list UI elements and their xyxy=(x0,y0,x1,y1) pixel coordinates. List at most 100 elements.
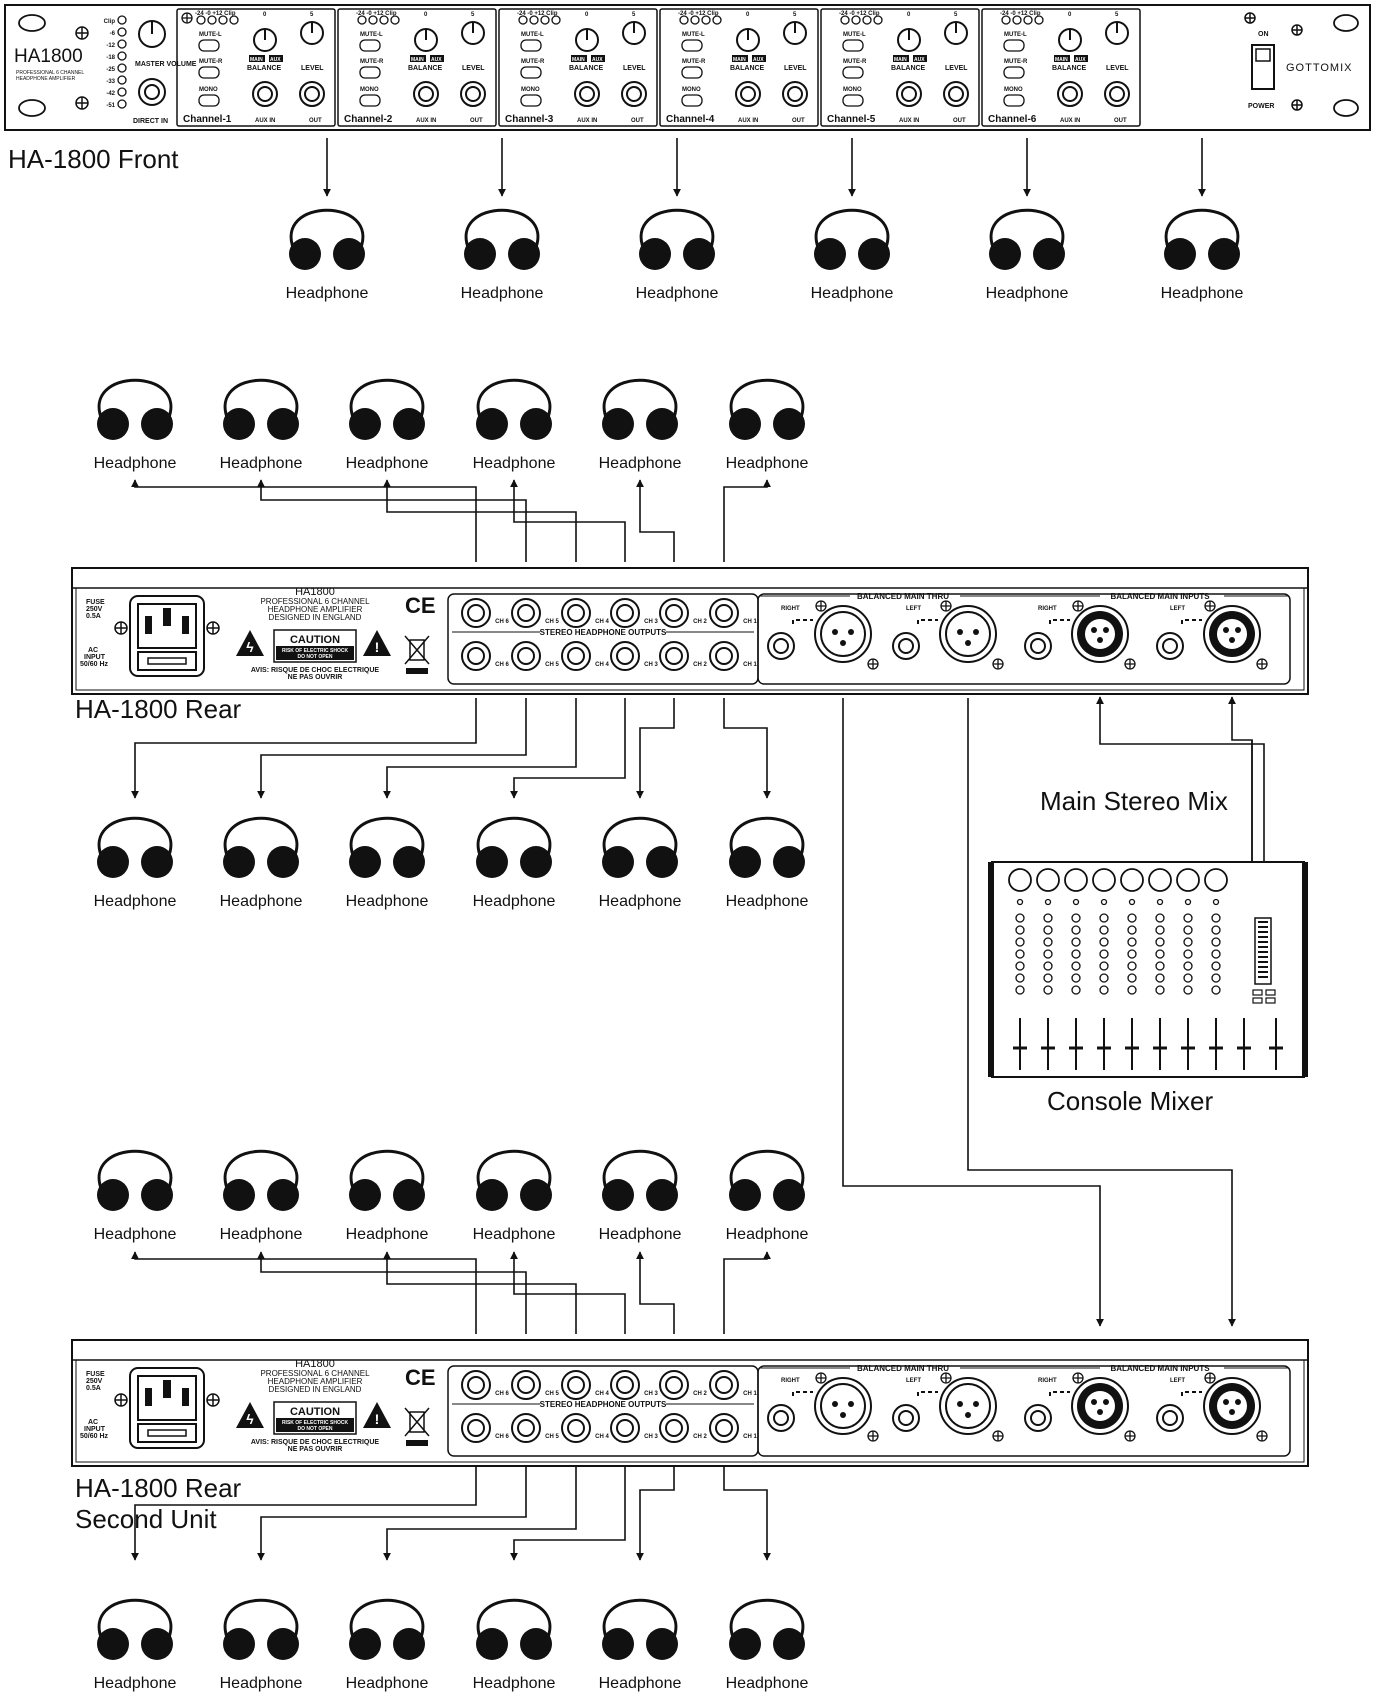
headphone-label: Headphone xyxy=(473,1675,556,1692)
main-label: MAIN xyxy=(733,57,746,63)
headphone-icon: Headphone xyxy=(811,210,894,302)
screw-icon xyxy=(1073,601,1083,611)
master-meter-label: -12 xyxy=(106,43,115,49)
headphone-label: Headphone xyxy=(220,1226,303,1243)
channel-name: Channel-6 xyxy=(988,114,1037,125)
screw-icon xyxy=(76,97,88,109)
connection-wire xyxy=(135,480,476,562)
channel-button-label: MONO xyxy=(1004,87,1023,93)
channel-name: Channel-2 xyxy=(344,114,393,125)
channel-button-label: MONO xyxy=(843,87,862,93)
out-label: OUT xyxy=(1114,118,1127,124)
channel-name: Channel-3 xyxy=(505,114,554,125)
fuse-label: 250V xyxy=(86,1378,103,1385)
headphone-label: Headphone xyxy=(346,1675,429,1692)
xlr-input-connector[interactable] xyxy=(1204,1378,1260,1434)
headphone-icon: Headphone xyxy=(726,1600,809,1692)
channel-button-label: MUTE-L xyxy=(521,32,544,38)
connection-wire xyxy=(387,1252,576,1334)
caution-box: CAUTIONRISK OF ELECTRIC SHOCKDO NOT OPEN xyxy=(274,630,356,662)
svg-text:!: ! xyxy=(375,1411,380,1427)
headphone-label: Headphone xyxy=(220,455,303,472)
out-label: OUT xyxy=(309,118,322,124)
main-label: MAIN xyxy=(1055,57,1068,63)
avis-label: NE PAS OUVRIR xyxy=(288,674,343,681)
headphone-icon: Headphone xyxy=(726,818,809,910)
headphone-label: Headphone xyxy=(1161,285,1244,302)
channel-button-label: MONO xyxy=(199,87,218,93)
headphone-label: Headphone xyxy=(599,1675,682,1692)
channel-output-label: CH 6 xyxy=(495,1391,509,1397)
channel-output-label: CH 3 xyxy=(644,1434,658,1440)
headphone-label: Headphone xyxy=(599,893,682,910)
channel-name: Channel-4 xyxy=(666,114,715,125)
connection-wire xyxy=(387,480,576,562)
headphone-icon: Headphone xyxy=(1161,210,1244,302)
master-meter-label: -25 xyxy=(106,67,115,73)
caution-sub: DO NOT OPEN xyxy=(297,1426,332,1432)
main-inputs-label: BALANCED MAIN INPUTS xyxy=(1110,592,1210,601)
channel-name: Channel-1 xyxy=(183,114,232,125)
out-label: OUT xyxy=(631,118,644,124)
channel-button-label: MUTE-R xyxy=(1004,59,1028,65)
channel-button-label: MUTE-R xyxy=(682,59,706,65)
channel-output-label: CH 3 xyxy=(644,662,658,668)
level-label: LEVEL xyxy=(623,65,646,72)
channel-output-label: CH 6 xyxy=(495,1434,509,1440)
connection-wire xyxy=(640,1460,674,1560)
screw-icon xyxy=(941,1373,951,1383)
headphone-label: Headphone xyxy=(461,285,544,302)
channel-button-label: MUTE-L xyxy=(1004,32,1027,38)
channel-output-label: CH 4 xyxy=(595,1434,609,1440)
channel-output-label: CH 5 xyxy=(545,662,559,668)
master-meter-label: -42 xyxy=(106,91,115,97)
rear2-title-line2: Second Unit xyxy=(75,1504,217,1534)
screw-icon xyxy=(816,601,826,611)
channel-output-label: CH 4 xyxy=(595,662,609,668)
channel-side-label: RIGHT xyxy=(781,606,800,612)
svg-text:!: ! xyxy=(375,639,380,655)
screw-icon xyxy=(1292,25,1302,35)
master-meter-label: Clip xyxy=(104,19,116,25)
channel-meter-label: -24 -0 +12 Clip xyxy=(1000,11,1041,17)
master-meter-label: -33 xyxy=(106,79,115,85)
connection-wire xyxy=(724,698,767,798)
xlr-input-connector[interactable] xyxy=(1204,606,1260,662)
rear-desc: DESIGNED IN ENGLAND xyxy=(269,1385,362,1394)
front-subtitle-2: HEADPHONE AMPLIFIER xyxy=(16,76,76,82)
connection-wire xyxy=(640,1252,674,1334)
channel-button-label: MUTE-L xyxy=(682,32,705,38)
screw-icon xyxy=(1205,601,1215,611)
connection-wire xyxy=(1232,697,1252,862)
channel-button-label: MUTE-R xyxy=(360,59,384,65)
channel-output-label: CH 6 xyxy=(495,662,509,668)
main-thru-label: BALANCED MAIN THRU xyxy=(857,592,949,601)
connection-wire xyxy=(514,1460,625,1560)
balance-label: BALANCE xyxy=(247,65,282,72)
channel-side-label: RIGHT xyxy=(1038,606,1057,612)
master-meter-label: -18 xyxy=(106,55,115,61)
caution-box: CAUTIONRISK OF ELECTRIC SHOCKDO NOT OPEN xyxy=(274,1402,356,1434)
connection-wire xyxy=(514,480,625,562)
headphone-icon: Headphone xyxy=(473,380,556,472)
power-label: POWER xyxy=(1248,103,1274,110)
screw-icon xyxy=(1257,1431,1267,1441)
aux-label: AUX xyxy=(914,57,925,63)
aux-in-label: AUX IN xyxy=(738,118,758,124)
xlr-input-connector[interactable] xyxy=(1072,606,1128,662)
screw-icon xyxy=(1257,659,1267,669)
connection-wire xyxy=(261,480,526,562)
out-label: OUT xyxy=(953,118,966,124)
balance-label: BALANCE xyxy=(408,65,443,72)
screw-icon xyxy=(207,1394,219,1406)
channel-side-label: RIGHT xyxy=(781,1378,800,1384)
channel-side-label: RIGHT xyxy=(1038,1378,1057,1384)
xlr-input-connector[interactable] xyxy=(1072,1378,1128,1434)
channel-output-label: CH 3 xyxy=(644,1391,658,1397)
headphone-icon: Headphone xyxy=(94,818,177,910)
front-model: HA1800 xyxy=(14,46,83,67)
aux-label: AUX xyxy=(270,57,281,63)
screw-icon xyxy=(868,1431,878,1441)
ac-input-label: 50/60 Hz xyxy=(80,1433,109,1440)
channel-meter-label: -24 -0 +12 Clip xyxy=(195,11,236,17)
